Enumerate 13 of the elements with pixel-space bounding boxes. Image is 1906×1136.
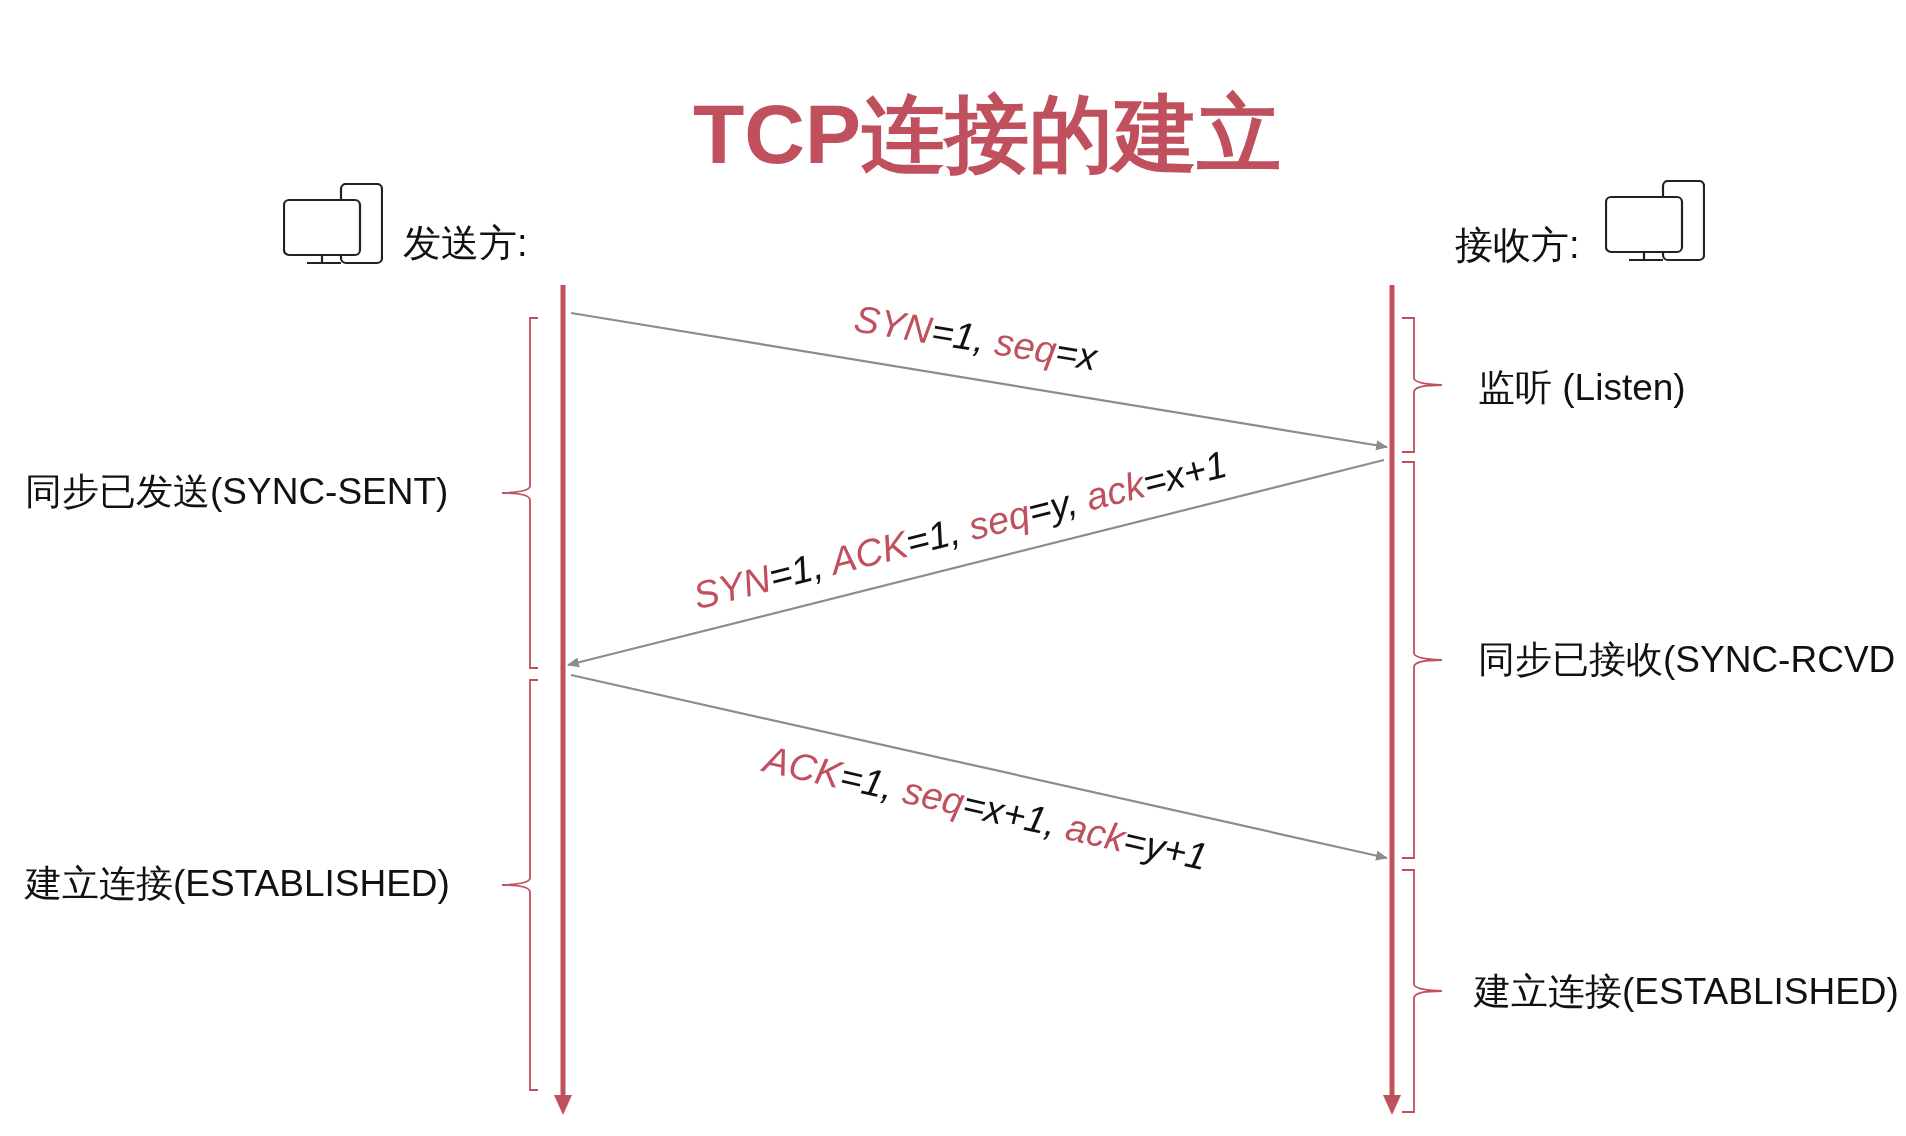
state-label: 同步已接收(SYNC-RCVD	[1478, 638, 1896, 682]
state-label: 同步已发送(SYNC-SENT)	[25, 470, 449, 514]
message-arrow	[570, 311, 1388, 451]
message-arrow	[570, 673, 1388, 861]
role-label: 发送方:	[403, 221, 528, 266]
lifeline-arrow	[1382, 285, 1402, 1115]
state-label: 建立连接(ESTABLISHED)	[1474, 970, 1899, 1014]
lifeline-arrow	[553, 285, 573, 1115]
message-arrow	[567, 458, 1385, 668]
title: TCP连接的建立	[693, 86, 1281, 183]
state-label: 建立连接(ESTABLISHED)	[25, 862, 450, 906]
state-label: 监听 (Listen)	[1478, 366, 1686, 410]
role-label: 接收方:	[1455, 223, 1580, 268]
